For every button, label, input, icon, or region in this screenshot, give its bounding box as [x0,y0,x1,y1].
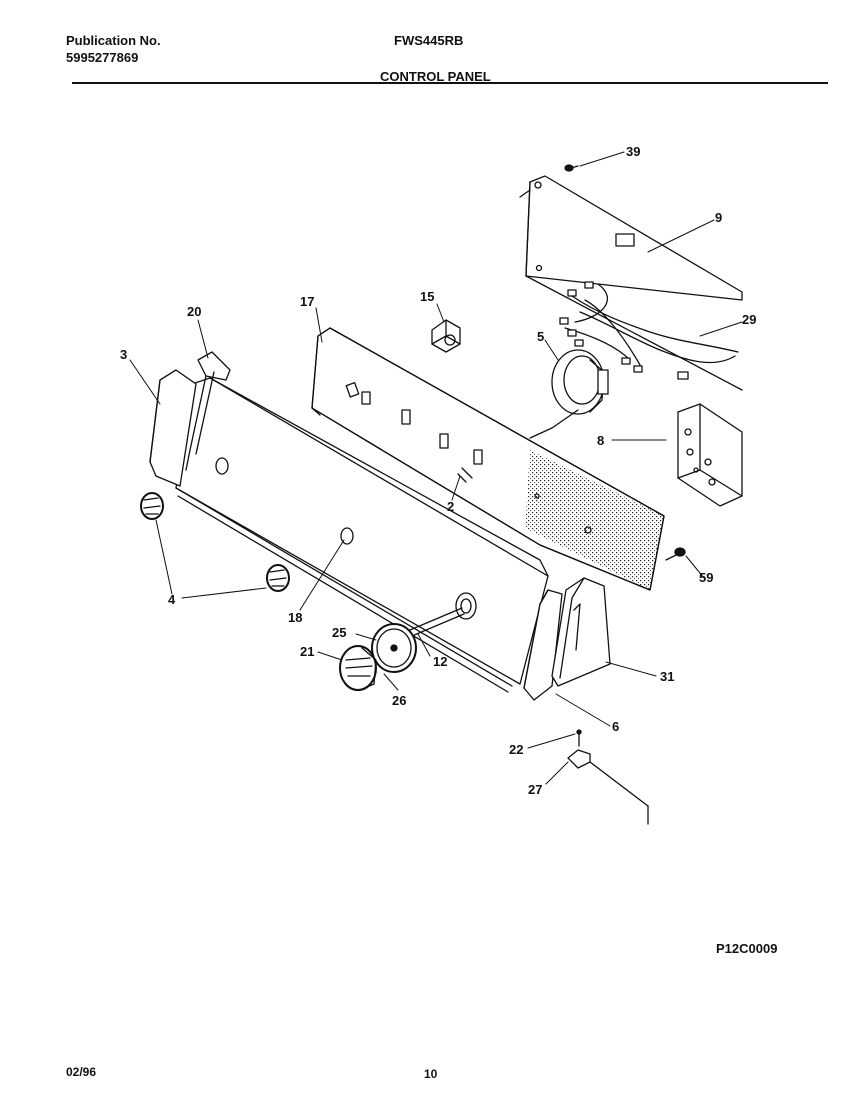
callout-17: 17 [300,294,314,309]
leader-lines [129,151,743,785]
right-cap-housing [551,577,611,687]
callout-27: 27 [528,782,542,797]
callout-8: 8 [597,433,604,448]
shaft-clip [457,467,473,483]
callout-4: 4 [168,592,176,607]
callout-6: 6 [612,719,619,734]
selector-switch-box [677,403,743,507]
publication-label: Publication No. [66,33,161,48]
bracket-27 [567,749,649,825]
left-end-cap [149,369,197,487]
callout-59: 59 [699,570,713,585]
page-number: 10 [424,1067,438,1081]
timer-motor [529,349,609,439]
screw-39 [564,164,579,172]
callout-15: 15 [420,289,434,304]
callout-20: 20 [187,304,201,319]
callout-5: 5 [537,329,544,344]
model-number: FWS445RB [394,33,464,48]
callout-22: 22 [509,742,523,757]
section-title: CONTROL PANEL [380,69,491,84]
callout-25: 25 [332,625,346,640]
callout-12: 12 [433,654,447,669]
left-bracket [185,351,231,471]
switch-15 [431,319,461,353]
timer-dial [371,623,417,673]
publication-number: 5995277869 [66,50,139,65]
callout-26: 26 [392,693,406,708]
callout-21: 21 [300,644,314,659]
timer-knob [339,645,377,691]
callout-9: 9 [715,210,722,225]
callout-31: 31 [660,669,674,684]
small-knob-left [140,492,164,520]
footer-date: 02/96 [66,1065,97,1079]
front-control-panel [175,377,549,693]
rear-cover-panel [519,175,743,391]
screw-59 [665,547,686,561]
screw-22 [576,729,582,747]
wiring-harness [559,281,739,380]
figure-id: P12C0009 [716,941,778,956]
callout-3: 3 [120,347,127,362]
callout-39: 39 [626,144,640,159]
callout-2: 2 [447,499,454,514]
small-knob-middle [266,564,290,592]
panel-back-plate [311,327,665,591]
header-rule [72,82,828,84]
callout-18: 18 [288,610,302,625]
callout-29: 29 [742,312,756,327]
timer-shaft [409,607,465,637]
